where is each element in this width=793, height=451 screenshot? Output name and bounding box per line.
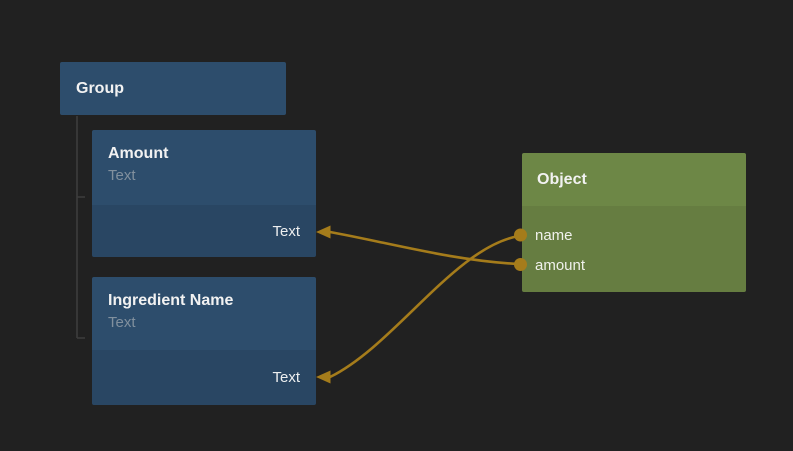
object-input-row-amount[interactable]: amount [522, 250, 746, 280]
node-ingredient-output-label: Text [272, 369, 300, 386]
group-node[interactable]: Group [60, 62, 286, 115]
group-tree-connector-line [76, 116, 85, 339]
node-ingredient-output-row[interactable]: Text [92, 350, 316, 405]
node-object-title: Object [537, 170, 587, 188]
node-ingredient-header: Ingredient Name Text [92, 277, 316, 350]
object-input-name-label: name [535, 226, 573, 244]
arrowhead-amount-icon [316, 225, 331, 239]
wire-name-to-ingredient-node[interactable] [329, 234, 520, 379]
arrowhead-ingredient-icon [316, 370, 331, 384]
node-object-body: name amount [522, 206, 746, 292]
object-input-row-name[interactable]: name [522, 220, 746, 250]
node-amount-header: Amount Text [92, 130, 316, 205]
node-ingredient-name[interactable]: Ingredient Name Text Text [92, 277, 316, 405]
node-object-header: Object [522, 153, 746, 206]
wire-amount-to-amount-node[interactable] [329, 230, 520, 266]
node-amount-subtitle: Text [108, 167, 136, 184]
group-title: Group [76, 79, 124, 97]
node-amount-title: Amount [108, 145, 169, 162]
node-ingredient-subtitle: Text [108, 314, 136, 331]
node-amount[interactable]: Amount Text Text [92, 130, 316, 257]
node-amount-output-label: Text [272, 222, 300, 240]
node-amount-output-row[interactable]: Text [92, 205, 316, 257]
node-object[interactable]: Object name amount [522, 153, 746, 292]
object-input-amount-label: amount [535, 256, 586, 274]
node-ingredient-title: Ingredient Name [108, 292, 234, 309]
